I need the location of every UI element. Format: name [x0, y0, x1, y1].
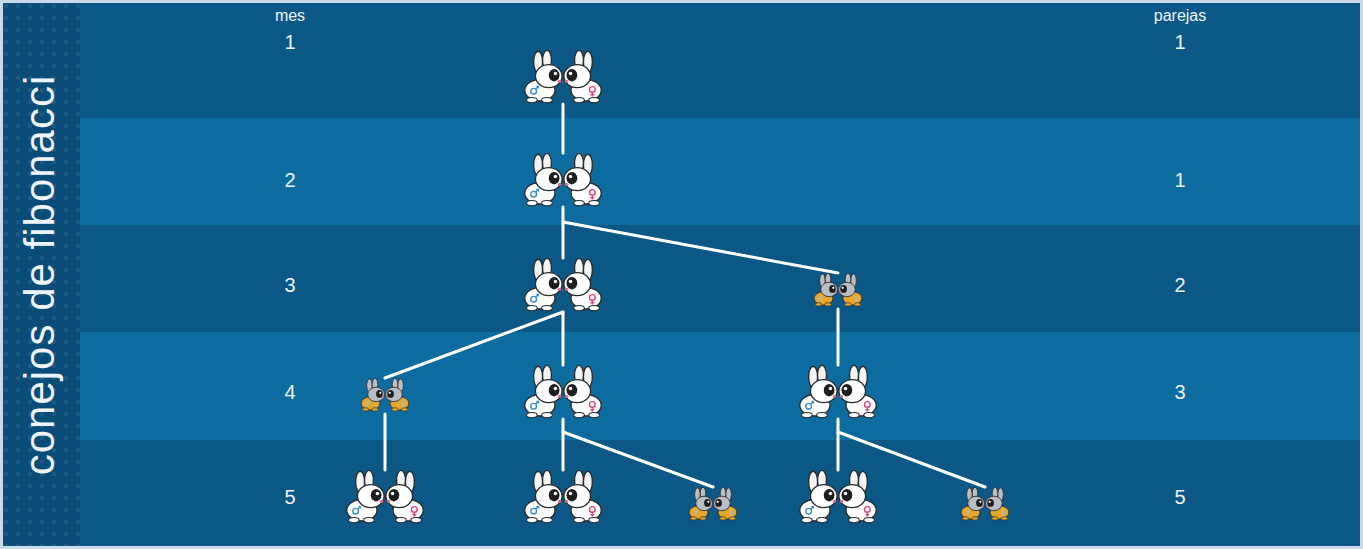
young-pair	[961, 487, 1009, 520]
pair-count: 5	[1174, 486, 1185, 508]
month-band: 55	[80, 440, 1363, 549]
rabbit-pairs	[347, 50, 1009, 522]
adult-pair	[525, 258, 601, 310]
month-band: 21	[80, 118, 1363, 225]
adult-pair	[525, 365, 601, 417]
pair-count: 2	[1174, 274, 1185, 296]
young-pair	[689, 487, 737, 520]
month-number-holder: 3	[284, 274, 295, 297]
pair-count: 3	[1174, 381, 1185, 403]
pair-count-holder: 1	[1174, 169, 1185, 192]
young-pair	[814, 273, 862, 306]
column-heading-holder: mes	[275, 7, 305, 25]
month-number: 4	[284, 381, 295, 403]
month-number-holder: 4	[284, 381, 295, 404]
pair-count: 1	[1174, 169, 1185, 191]
month-number: 2	[284, 169, 295, 191]
pair-count-holder: 1	[1174, 31, 1185, 54]
tree-lines	[385, 104, 985, 487]
adult-pair	[800, 470, 876, 522]
adult-pair	[525, 50, 601, 102]
pair-count-holder: 5	[1174, 486, 1185, 509]
month-number: 1	[284, 31, 295, 53]
young-pair	[361, 378, 409, 411]
month-number-holder: 2	[284, 169, 295, 192]
pair-count: 1	[1174, 31, 1185, 53]
month-number: 3	[284, 274, 295, 296]
vertical-title-holder: conejos de fibonacci	[16, 75, 64, 476]
adult-pair	[347, 470, 423, 522]
month-band: 32	[80, 225, 1363, 332]
pair-count-holder: 3	[1174, 381, 1185, 404]
column-heading: parejas	[1154, 7, 1206, 24]
pair-count-holder: 2	[1174, 274, 1185, 297]
month-number-holder: 1	[284, 31, 295, 54]
vertical-title: conejos de fibonacci	[16, 75, 63, 476]
column-heading-holder: parejas	[1154, 7, 1206, 25]
adult-pair	[525, 470, 601, 522]
adult-pair	[800, 365, 876, 417]
column-heading: mes	[275, 7, 305, 24]
month-band: 43	[80, 332, 1363, 440]
month-number: 5	[284, 486, 295, 508]
month-number-holder: 5	[284, 486, 295, 509]
adult-pair	[525, 153, 601, 205]
